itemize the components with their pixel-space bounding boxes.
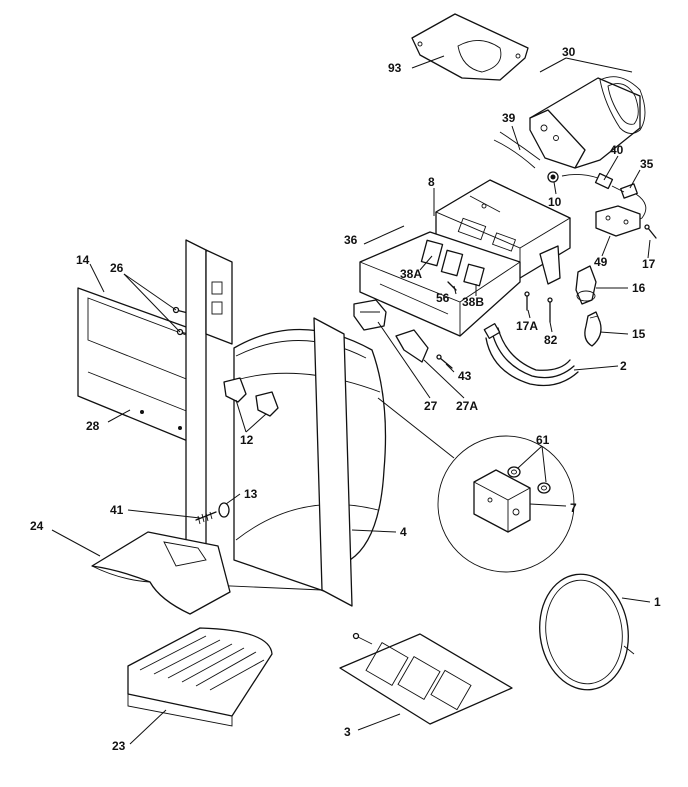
- callout-labels: 93 30 39 40 35 10 8 36 38A 56 38B 49 17 …: [30, 45, 661, 753]
- callout-38b: 38B: [462, 295, 484, 309]
- part-38a-switch: [420, 239, 464, 277]
- callout-17: 17: [642, 257, 656, 271]
- part-2-wire-harness: [483, 323, 579, 387]
- part-41-spring: [195, 511, 217, 525]
- part-43-screw: [436, 354, 453, 369]
- part-40-connector: [561, 172, 614, 190]
- part-3-heater-plate: [339, 632, 513, 725]
- callout-24: 24: [30, 519, 44, 533]
- callout-7: 7: [570, 501, 577, 515]
- callout-14: 14: [76, 253, 90, 267]
- callout-3: 3: [344, 725, 351, 739]
- part-36-bezel-plate: [359, 231, 521, 337]
- part-15-bulb: [584, 311, 602, 347]
- callout-93: 93: [388, 61, 402, 75]
- part-13-bushing: [218, 502, 230, 518]
- part-24-dispenser-lever: [91, 531, 231, 615]
- callout-4: 4: [400, 525, 407, 539]
- part-17a-screw: [524, 291, 530, 311]
- callout-38a: 38A: [400, 267, 422, 281]
- callout-12: 12: [240, 433, 254, 447]
- callout-27: 27: [424, 399, 438, 413]
- part-1-gasket-ring: [539, 573, 635, 691]
- part-23-grille: [127, 627, 273, 727]
- callout-40: 40: [610, 143, 624, 157]
- callout-23: 23: [112, 739, 126, 753]
- part-38b-switch: [463, 263, 485, 287]
- part-12-clips: [223, 377, 279, 417]
- leader-lines: [51, 55, 651, 745]
- callout-10: 10: [548, 195, 562, 209]
- callout-16: 16: [632, 281, 646, 295]
- callout-28: 28: [86, 419, 100, 433]
- callout-61: 61: [536, 433, 550, 447]
- callout-26: 26: [110, 261, 124, 275]
- detail-circle: [377, 397, 575, 573]
- callout-1: 1: [654, 595, 661, 609]
- callout-39: 39: [502, 111, 516, 125]
- callout-8: 8: [428, 175, 435, 189]
- part-30-housing: [493, 76, 646, 169]
- callout-15: 15: [632, 327, 646, 341]
- part-7-switch: [473, 469, 531, 533]
- callout-17a: 17A: [516, 319, 538, 333]
- callout-56: 56: [436, 291, 450, 305]
- callout-49: 49: [594, 255, 608, 269]
- part-27a-actuator: [395, 329, 429, 363]
- callout-41: 41: [110, 503, 124, 517]
- callout-35: 35: [640, 157, 654, 171]
- callout-82: 82: [544, 333, 558, 347]
- part-10-grommet: [547, 171, 559, 183]
- callout-43: 43: [458, 369, 472, 383]
- callout-30: 30: [562, 45, 576, 59]
- part-93-cover-plate: [411, 13, 529, 81]
- callout-36: 36: [344, 233, 358, 247]
- part-17-screw: [644, 224, 657, 239]
- part-16-socket: [575, 265, 597, 305]
- part-49-switch-bracket: [595, 205, 641, 237]
- callout-2: 2: [620, 359, 627, 373]
- part-61-grommets: [507, 466, 551, 494]
- callout-13: 13: [244, 487, 258, 501]
- part-82-screw: [547, 297, 553, 323]
- callout-27a: 27A: [456, 399, 478, 413]
- part-27-actuator: [353, 299, 387, 331]
